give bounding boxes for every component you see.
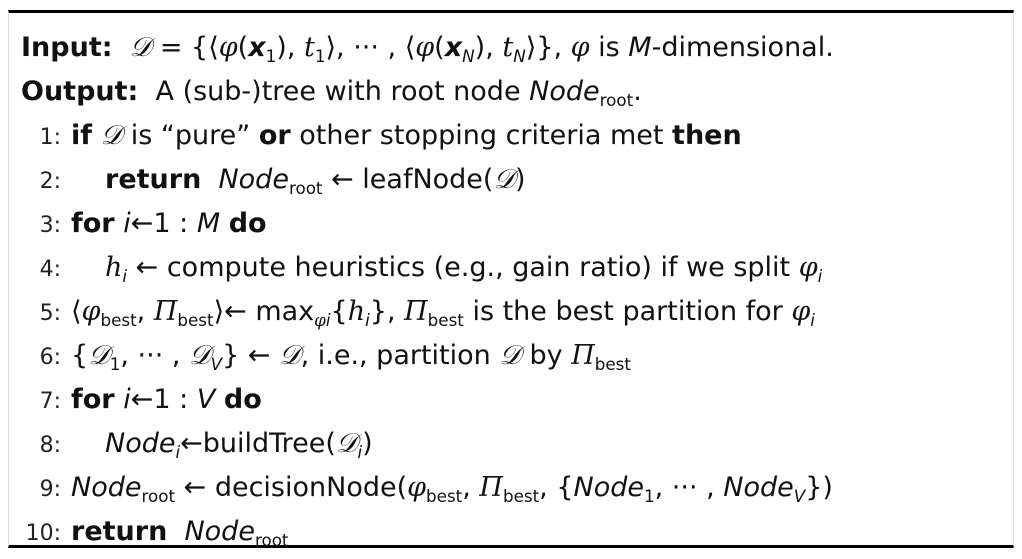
step-2: 2:return Noderoot ← leafNode(𝒟) (9, 163, 526, 199)
input-formula: 𝒟 = {⟨φ(x1), t1⟩, ··· , ⟨φ(xN), tN⟩}, φ … (129, 32, 834, 66)
step-number: 8: (39, 433, 61, 458)
output-line: Output: A (sub-)tree with root node Node… (21, 75, 642, 109)
step-5: 5:⟨φbest, Πbest⟩← maxφi{hi}, Πbest is th… (9, 295, 815, 331)
step-4: 4:hi ← compute heuristics (e.g., gain ra… (9, 251, 823, 287)
output-text: A (sub-)tree with root node Noderoot. (146, 76, 642, 110)
step-8: 8:Nodei←buildTree(𝒟i) (9, 427, 373, 463)
step-number: 6: (39, 345, 61, 370)
step-10: 10:return Noderoot (9, 515, 289, 551)
step-6: 6:{𝒟1, ··· , 𝒟V} ← 𝒟, i.e., partition 𝒟 … (9, 339, 631, 375)
step-number: 1: (39, 125, 61, 150)
step-number: 4: (39, 257, 61, 282)
step-number: 7: (39, 389, 61, 414)
step-1: 1:if 𝒟 is “pure” or other stopping crite… (9, 119, 742, 155)
algorithm-box: Input: 𝒟 = {⟨φ(x1), t1⟩, ··· , ⟨φ(xN), t… (8, 10, 1014, 548)
step-number: 2: (39, 169, 61, 194)
step-number: 9: (39, 477, 61, 502)
step-3: 3:for i←1 : M do (9, 207, 267, 243)
output-label: Output: (21, 76, 139, 107)
step-number: 3: (39, 213, 61, 238)
step-number: 5: (39, 301, 61, 326)
input-label: Input: (21, 32, 113, 63)
step-7: 7:for i←1 : V do (9, 383, 262, 419)
step-9: 9:Noderoot ← decisionNode(φbest, Πbest, … (9, 471, 833, 507)
step-number: 10: (25, 521, 61, 546)
input-line: Input: 𝒟 = {⟨φ(x1), t1⟩, ··· , ⟨φ(xN), t… (21, 31, 834, 65)
